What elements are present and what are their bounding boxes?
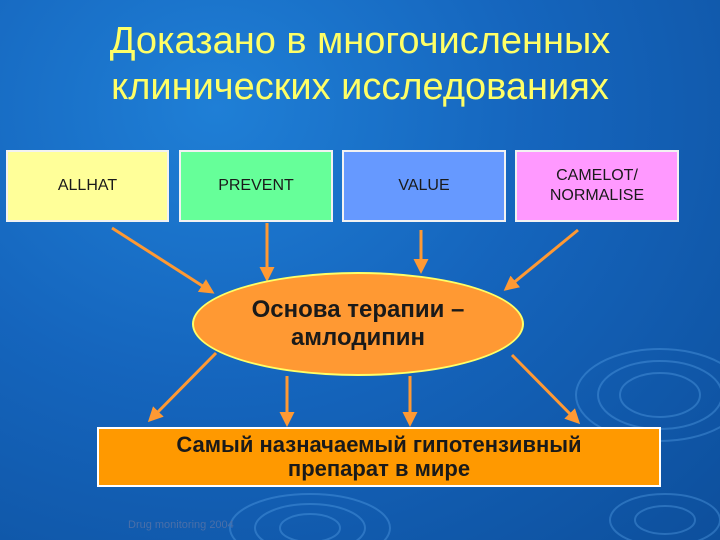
therapy-basis-oval: Основа терапии – амлодипин [192,272,524,376]
result-box: Самый назначаемый гипотензивный препарат… [97,427,661,487]
title-line-2: клинических исследованиях [111,66,609,108]
result-line-2: препарат в мире [287,456,471,481]
study-box-allhat: ALLHAT [6,150,169,222]
slide-title: Доказано в многочисленных клинических ис… [40,18,680,110]
oval-line-1: Основа терапии – [251,296,465,323]
study-box-camelot-label: CAMELOT/ NORMALISE [549,167,645,204]
study-box-camelot-normalise: CAMELOT/ NORMALISE [515,150,679,222]
oval-line-2: амлодипин [290,324,426,351]
study-box-prevent: PREVENT [179,150,333,222]
title-line-1: Доказано в многочисленных [109,20,611,62]
study-box-value: VALUE [342,150,506,222]
footer-source: Drug monitoring 2004 [128,519,234,531]
result-line-1: Самый назначаемый гипотензивный [176,432,582,457]
